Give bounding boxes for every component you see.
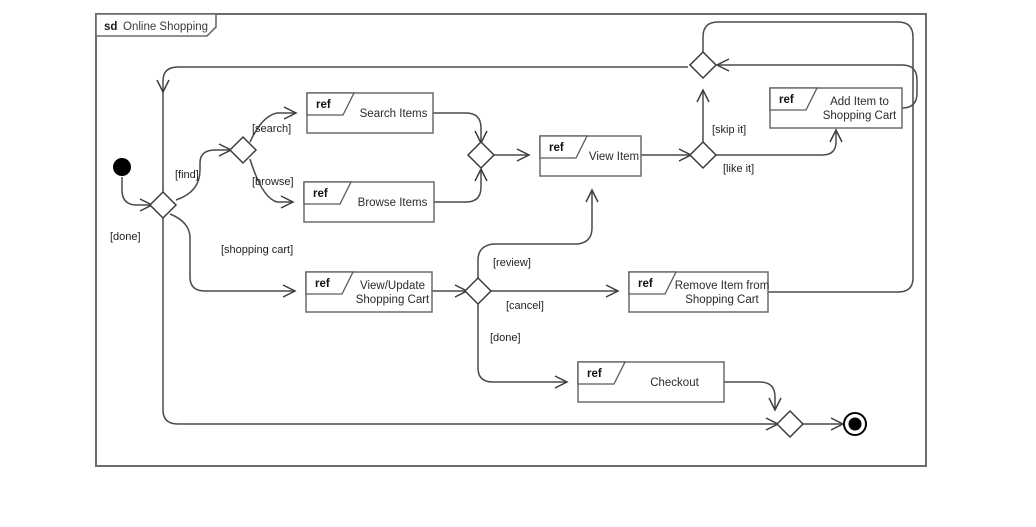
ref-label-line: Checkout [650, 377, 699, 389]
ah-merge-end-in-top [768, 397, 782, 412]
ah-search-in [283, 106, 298, 120]
edge-merge-to-decision-find [175, 149, 230, 201]
ref-tab [539, 135, 589, 159]
ah-merge-top-in-bottom [696, 88, 710, 103]
guard-done-start: [done] [110, 231, 141, 243]
guard-like-it: [like it] [723, 163, 754, 175]
guard-shopping-cart: [shopping cart] [221, 244, 293, 256]
edge-merge-top-up-right-down [702, 21, 914, 293]
guard-search: [search] [252, 123, 291, 135]
ref-keyword: ref [779, 94, 794, 106]
ref-label-line: Add Item to [830, 96, 889, 108]
ref-tab [628, 271, 678, 295]
edge-done-down-to-checkout [477, 304, 566, 383]
ref-label-line: Shopping Cart [356, 294, 430, 306]
decision-cart-action[interactable] [463, 276, 493, 306]
ref-label-line: View Item [589, 151, 639, 163]
ref-tab [303, 181, 353, 205]
edge-checkout-to-merge-end [724, 381, 776, 410]
frame-title: Online Shopping [123, 21, 208, 33]
edge-browse-to-merge [434, 169, 482, 203]
ref-label-line: Search Items [360, 108, 428, 120]
ref-box-border [303, 181, 435, 223]
guard-done-cart: [done] [490, 332, 521, 344]
merge-end[interactable] [775, 409, 805, 439]
ref-box-add-item-to-shopping-cart[interactable]: ref Add Item to Shopping Cart [769, 87, 903, 129]
ref-tab [769, 87, 819, 111]
ah-viewupdate-in [282, 284, 297, 298]
edge-start-to-merge [121, 177, 150, 206]
ah-browse-in [280, 195, 295, 209]
control-nodes [113, 50, 867, 439]
decision-like-skip[interactable] [688, 140, 718, 170]
ref-label-line: Shopping Cart [685, 294, 759, 306]
ref-label-line: View/Update [360, 280, 425, 292]
edge-review-up-to-view [477, 190, 593, 278]
ref-label-line: Browse Items [358, 197, 428, 209]
merge-main[interactable] [148, 190, 178, 220]
ref-tab [577, 361, 627, 385]
frame-border [95, 13, 927, 467]
ref-keyword: ref [587, 368, 602, 380]
ref-tab [305, 271, 355, 295]
ref-keyword: ref [313, 188, 328, 200]
ref-keyword: ref [549, 142, 564, 154]
ref-keyword: ref [316, 99, 331, 111]
guard-browse: [browse] [252, 176, 294, 188]
decision-search-browse[interactable] [228, 135, 258, 165]
diagram-frame: sd Online Shopping [95, 13, 927, 467]
frame-tab [95, 13, 217, 37]
edge-decision-to-search [249, 112, 295, 143]
edge-shopping-cart-to-viewupdate [169, 213, 294, 292]
frame-keyword: sd [104, 21, 117, 33]
initial-node[interactable] [113, 158, 131, 176]
edge-add-item-to-merge-top [718, 64, 918, 109]
edge-merge-down-to-bottom [162, 218, 778, 425]
edge-search-to-merge [433, 112, 482, 142]
ah-remove-in [605, 284, 620, 298]
edge-decision-to-browse [249, 158, 292, 203]
ah-view-item-in [516, 148, 531, 162]
ref-keyword: ref [315, 278, 330, 290]
ah-checkout-in [554, 375, 569, 389]
flow-edges [121, 21, 918, 425]
guard-labels: [done] [find] [search] [browse] [shopping ca… [110, 123, 754, 344]
edge-decision-like-right [716, 130, 837, 156]
ah-view-item-in-bottom [585, 188, 599, 203]
ref-tab [306, 92, 356, 116]
edge-topline-into-merge-main [162, 66, 688, 192]
merge-items[interactable] [466, 140, 496, 170]
ref-keyword: ref [638, 278, 653, 290]
ah-merge-main-in-top [156, 79, 170, 94]
ref-label-line: Shopping Cart [823, 110, 897, 122]
ref-label-line: Remove Item from [675, 280, 770, 292]
guard-review: [review] [493, 257, 531, 269]
merge-top[interactable] [688, 50, 718, 80]
guard-find: [find] [175, 169, 199, 181]
guard-skip-it: [skip it] [712, 124, 746, 136]
ah-add-item-in [829, 128, 843, 143]
guard-cancel: [cancel] [506, 300, 544, 312]
final-node[interactable] [848, 417, 862, 431]
